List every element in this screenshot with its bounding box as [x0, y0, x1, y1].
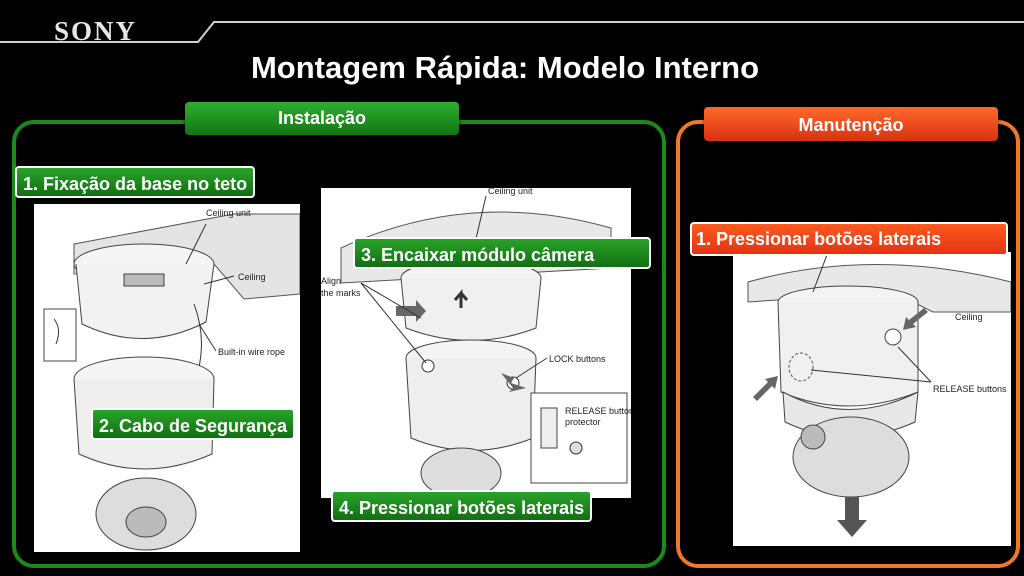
step-1-fix-base: 1. Fixação da base no teto: [15, 166, 256, 198]
label-release-protector-2: protector: [565, 417, 601, 427]
label-lock-buttons: LOCK buttons: [549, 354, 606, 364]
tab-maintenance[interactable]: Manutenção: [704, 107, 998, 141]
label-the-marks: the marks: [321, 288, 361, 298]
diagram-ceiling-base: Ceiling unit Ceiling Built-in wire rope: [34, 204, 300, 552]
label-release-buttons: RELEASE buttons: [933, 384, 1007, 394]
label-ceiling-3: Ceiling: [955, 312, 983, 322]
label-align: Align: [321, 276, 341, 286]
label-ceiling-unit-2: Ceiling unit: [488, 188, 533, 196]
step-4-press-side-buttons: 4. Pressionar botões laterais: [331, 490, 593, 522]
label-wire-rope: Built-in wire rope: [218, 347, 285, 357]
label-ceiling: Ceiling: [238, 272, 266, 282]
maintenance-step-1-press-side-buttons: 1. Pressionar botões laterais: [690, 222, 1008, 256]
label-ceiling-unit: Ceiling unit: [206, 208, 251, 218]
slide-title: Montagem Rápida: Modelo Interno: [250, 50, 760, 85]
diagram-camera-module: Ceiling unit Align the marks LOCK button…: [321, 188, 631, 498]
label-release-protector-1: RELEASE button: [565, 406, 631, 416]
diagram-maintenance: Ceiling RELEASE buttons: [733, 252, 1011, 546]
tab-installation[interactable]: Instalação: [185, 102, 459, 135]
step-2-safety-cable: 2. Cabo de Segurança: [91, 408, 296, 440]
step-3-attach-camera: 3. Encaixar módulo câmera: [353, 237, 651, 269]
header-divider: [0, 21, 1024, 43]
